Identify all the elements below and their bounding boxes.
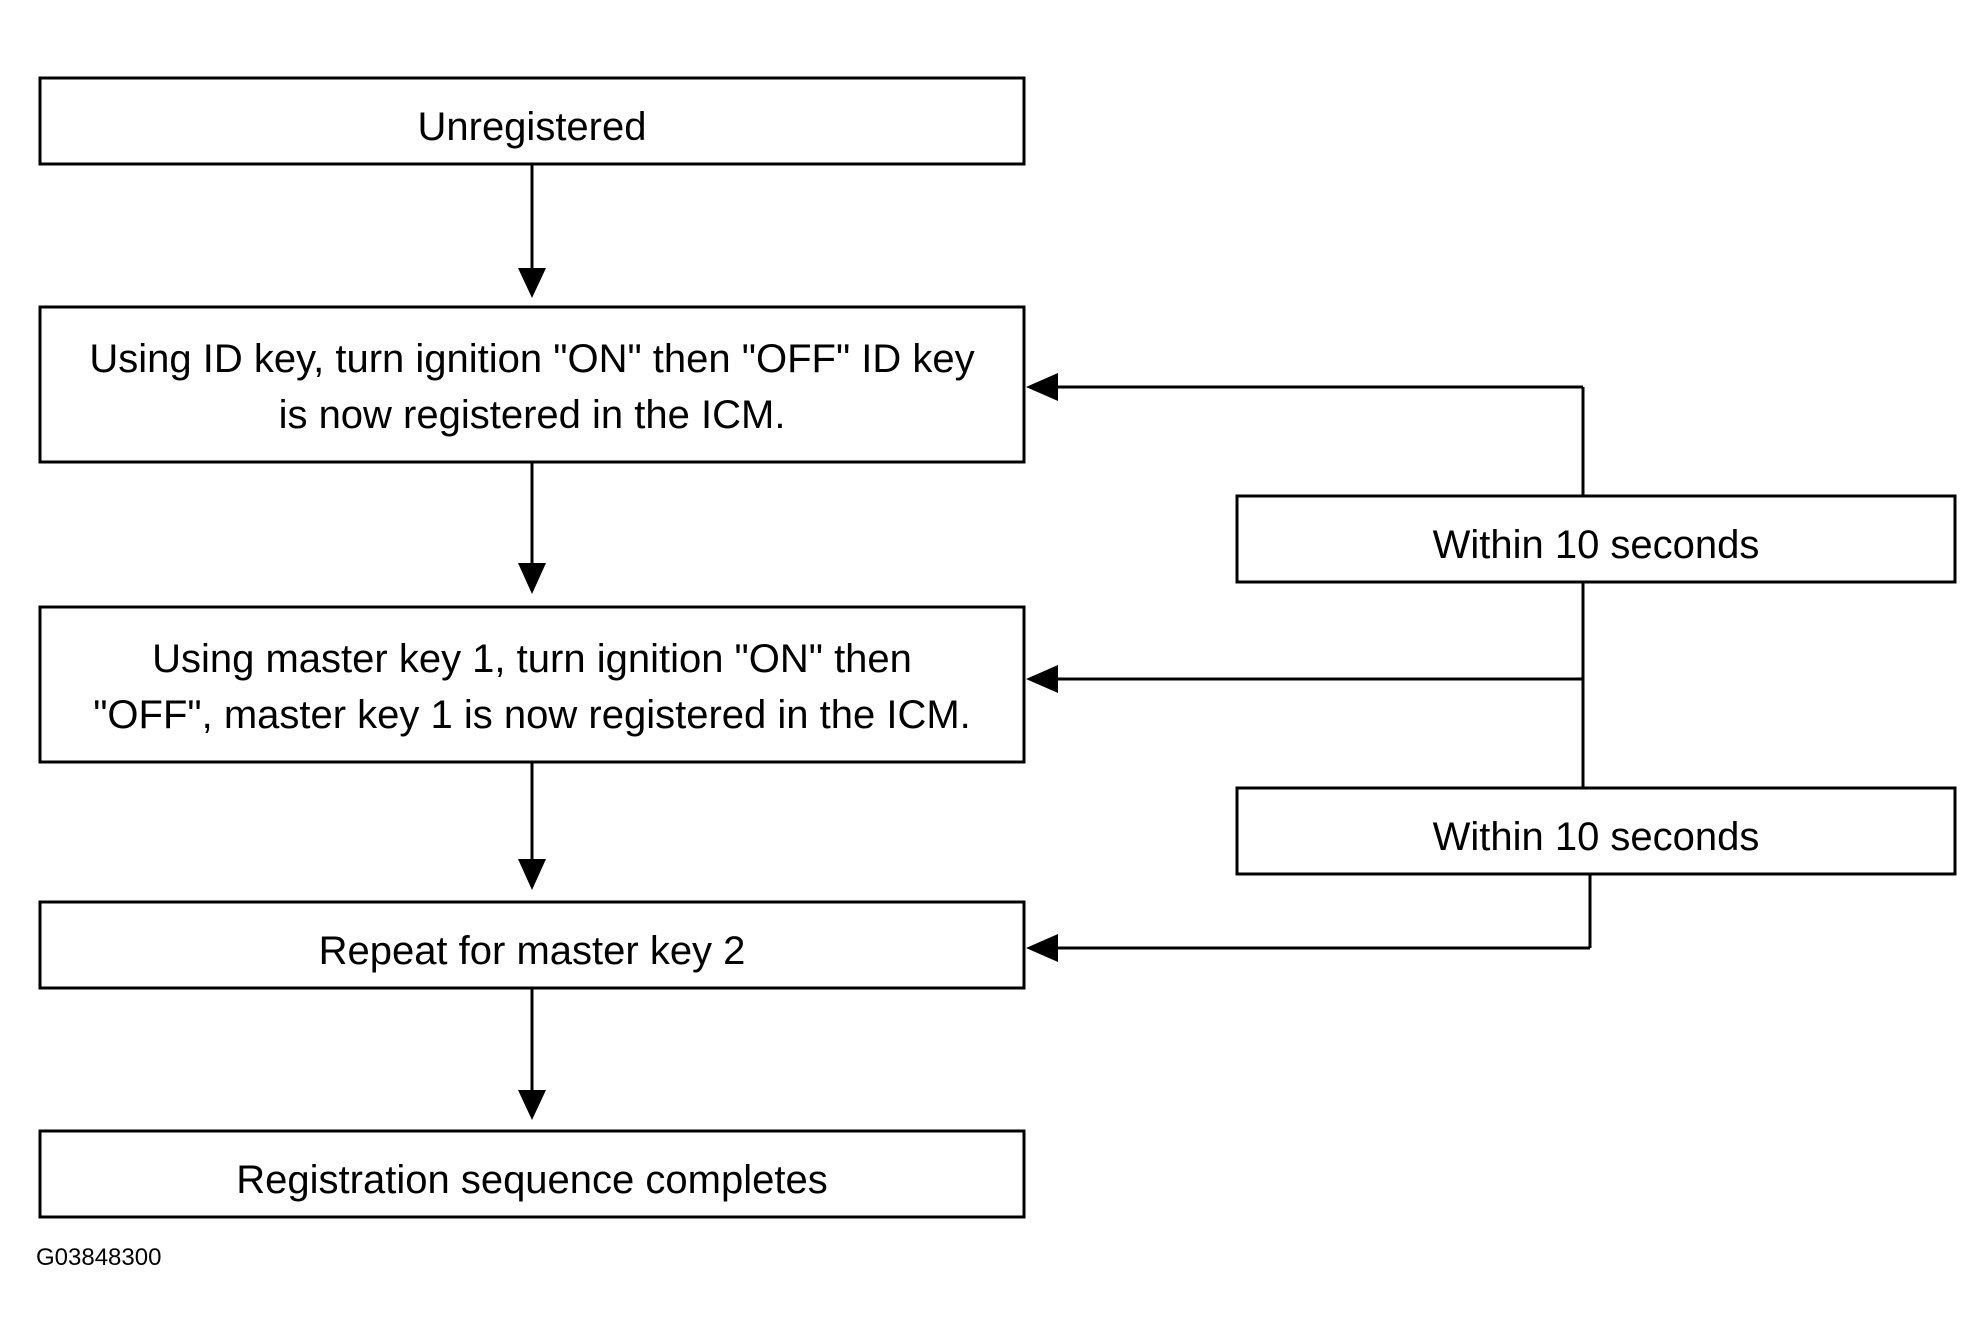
node-master-key-2-line-1: Repeat for master key 2 xyxy=(319,929,746,973)
node-id-key-line-2: is now registered in the ICM. xyxy=(279,393,786,437)
connector-unregistered-to-id-key xyxy=(518,164,546,298)
node-id-key-line-1: Using ID key, turn ignition "ON" then "O… xyxy=(89,337,974,381)
node-master-key-1-line-2: "OFF", master key 1 is now registered in… xyxy=(93,693,971,737)
connector-timer-2-to-master-key-2 xyxy=(1026,874,1592,962)
figure-code: G03848300 xyxy=(36,1244,161,1271)
node-complete: Registration sequence completes xyxy=(38,1129,1026,1219)
node-id-key: Using ID key, turn ignition "ON" then "O… xyxy=(38,305,1026,464)
connector-master-key-1-to-master-key-2 xyxy=(518,762,546,890)
node-complete-line-1: Registration sequence completes xyxy=(236,1158,827,1202)
connector-master-key-2-to-complete xyxy=(518,988,546,1120)
connector-timer-1-to-id-key xyxy=(1026,373,1585,496)
node-unregistered: Unregistered xyxy=(38,76,1026,166)
node-timer-2-line-1: Within 10 seconds xyxy=(1433,815,1760,859)
node-master-key-1: Using master key 1, turn ignition "ON" t… xyxy=(38,605,1026,764)
node-timer-1: Within 10 seconds xyxy=(1235,494,1957,584)
connector-id-key-to-master-key-1 xyxy=(518,462,546,594)
node-master-key-2: Repeat for master key 2 xyxy=(38,900,1026,990)
node-timer-2: Within 10 seconds xyxy=(1235,786,1957,876)
node-unregistered-line-1: Unregistered xyxy=(417,105,646,149)
connector-timer-1-timer-2-branch-to-master-key-1 xyxy=(1026,582,1585,788)
node-master-key-1-line-1: Using master key 1, turn ignition "ON" t… xyxy=(152,637,912,681)
node-timer-1-line-1: Within 10 seconds xyxy=(1433,523,1760,567)
